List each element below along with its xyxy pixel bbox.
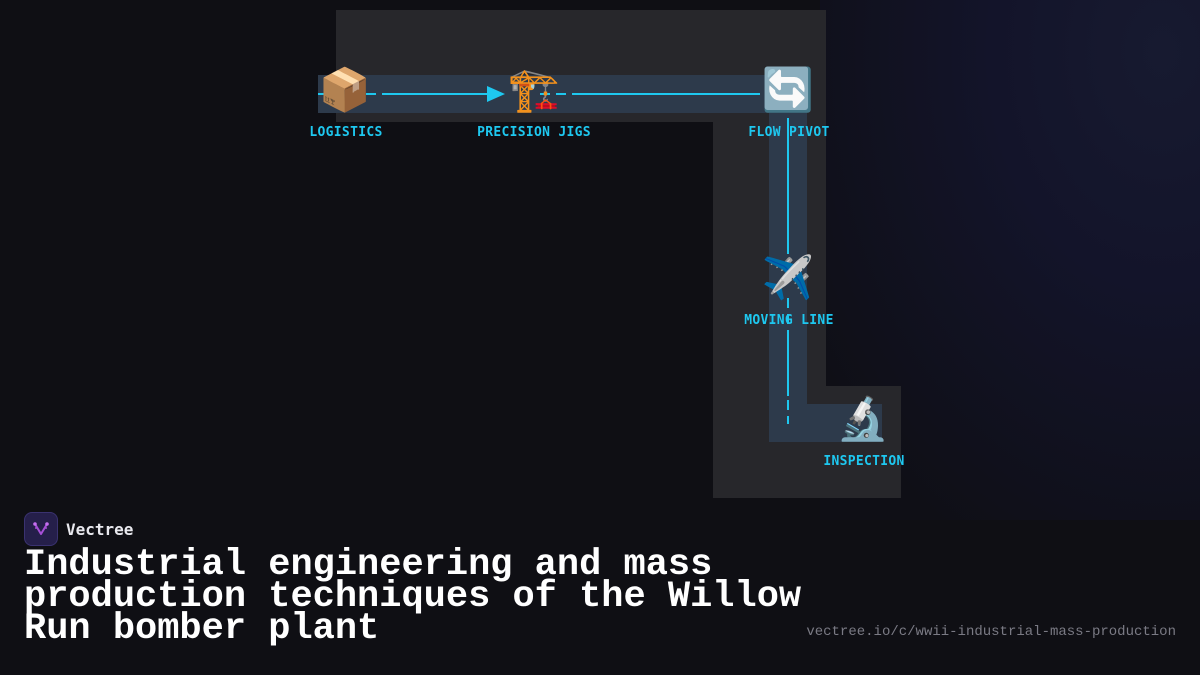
repeat-arrows-icon[interactable]: 🔄: [761, 65, 815, 114]
connector-pivot-dash: [750, 93, 770, 95]
brand-name: Vectree: [66, 519, 134, 539]
construction-crane-icon[interactable]: 🏗️: [507, 65, 561, 114]
microscope-icon[interactable]: 🔬: [836, 394, 890, 443]
track-foot: [807, 404, 882, 442]
airplane-icon[interactable]: ✈️: [761, 253, 815, 302]
connector-logistics-to-jigs: [388, 93, 488, 95]
connector-jigs-to-pivot: [572, 93, 750, 95]
package-icon[interactable]: 📦: [318, 65, 372, 114]
connector-jigs-dash: [540, 93, 572, 95]
page-title: Industrial engineering and mass producti…: [24, 544, 802, 650]
node-label-precision-jigs: PRECISION JIGS: [477, 125, 591, 140]
brand[interactable]: Vectree: [24, 512, 133, 546]
arrow-head-icon: [487, 86, 505, 102]
connector-moving-line-to-inspection: [787, 330, 789, 396]
connector-inspection-dash: [787, 400, 789, 424]
connector-moving-line-dash: [787, 298, 789, 328]
connector-pivot-to-moving-line: [787, 118, 789, 254]
vectree-logo-icon: [24, 512, 58, 546]
node-label-moving-line: MOVING LINE: [744, 313, 834, 328]
node-label-flow-pivot: FLOW PIVOT: [748, 125, 830, 140]
connector-logistics-dash: [318, 93, 388, 95]
source-url[interactable]: vectree.io/c/wwii-industrial-mass-produc…: [806, 624, 1176, 640]
node-label-inspection: INSPECTION: [823, 454, 905, 469]
node-label-logistics: LOGISTICS: [309, 125, 383, 140]
